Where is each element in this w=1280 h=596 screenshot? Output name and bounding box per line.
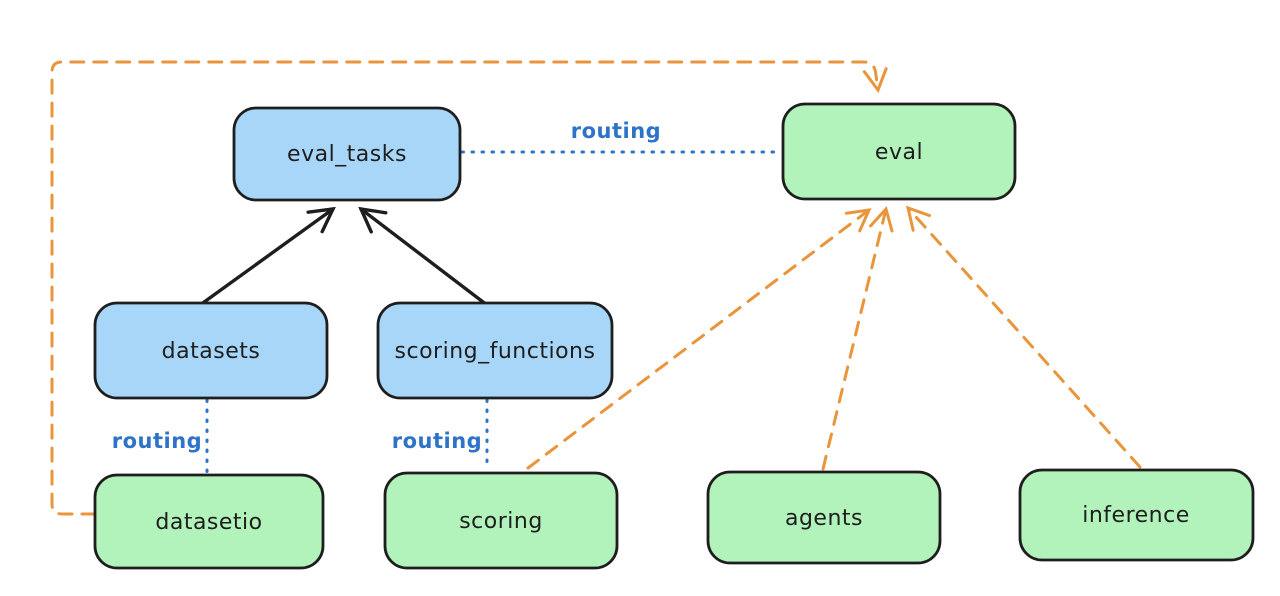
node-inference-box bbox=[1018, 468, 1255, 562]
node-scoring-functions: scoring_functions bbox=[376, 301, 614, 400]
node-eval-label: eval bbox=[875, 140, 923, 165]
node-scoring-box bbox=[383, 471, 619, 570]
edge-datasets-to-eval-tasks bbox=[198, 206, 336, 307]
edge-inference-to-eval bbox=[905, 205, 1142, 469]
node-datasetio-box bbox=[93, 473, 325, 570]
node-eval-tasks-label: eval_tasks bbox=[287, 142, 407, 167]
node-scoring-functions-label: scoring_functions bbox=[395, 339, 596, 364]
node-datasetio-label: datasetio bbox=[155, 510, 262, 535]
node-inference: inference bbox=[1018, 468, 1255, 562]
edge-label-routing-datasets: routing bbox=[112, 429, 202, 453]
node-eval-tasks-box bbox=[232, 106, 462, 202]
edge-scoring-to-eval bbox=[526, 208, 872, 470]
node-eval: eval bbox=[781, 102, 1017, 201]
edge-scoring-functions-to-eval-tasks bbox=[358, 206, 489, 307]
node-scoring: scoring bbox=[383, 471, 619, 570]
node-eval-tasks: eval_tasks bbox=[232, 106, 462, 202]
node-agents: agents bbox=[706, 470, 942, 565]
node-datasets-label: datasets bbox=[162, 339, 261, 364]
node-agents-label: agents bbox=[785, 506, 863, 531]
node-agents-box bbox=[706, 470, 942, 565]
node-datasets-box bbox=[93, 301, 329, 400]
edge-label-routing-scoring: routing bbox=[392, 429, 482, 453]
edge-label-routing-top: routing bbox=[571, 119, 661, 143]
node-scoring-functions-box bbox=[376, 301, 614, 400]
edge-agents-to-eval bbox=[821, 205, 894, 471]
node-inference-label: inference bbox=[1082, 503, 1190, 528]
node-scoring-label: scoring bbox=[459, 509, 543, 534]
node-eval-box bbox=[781, 102, 1017, 201]
node-datasetio: datasetio bbox=[93, 473, 325, 570]
edge-datasetio-to-eval bbox=[50, 60, 888, 516]
node-datasets: datasets bbox=[93, 301, 329, 400]
